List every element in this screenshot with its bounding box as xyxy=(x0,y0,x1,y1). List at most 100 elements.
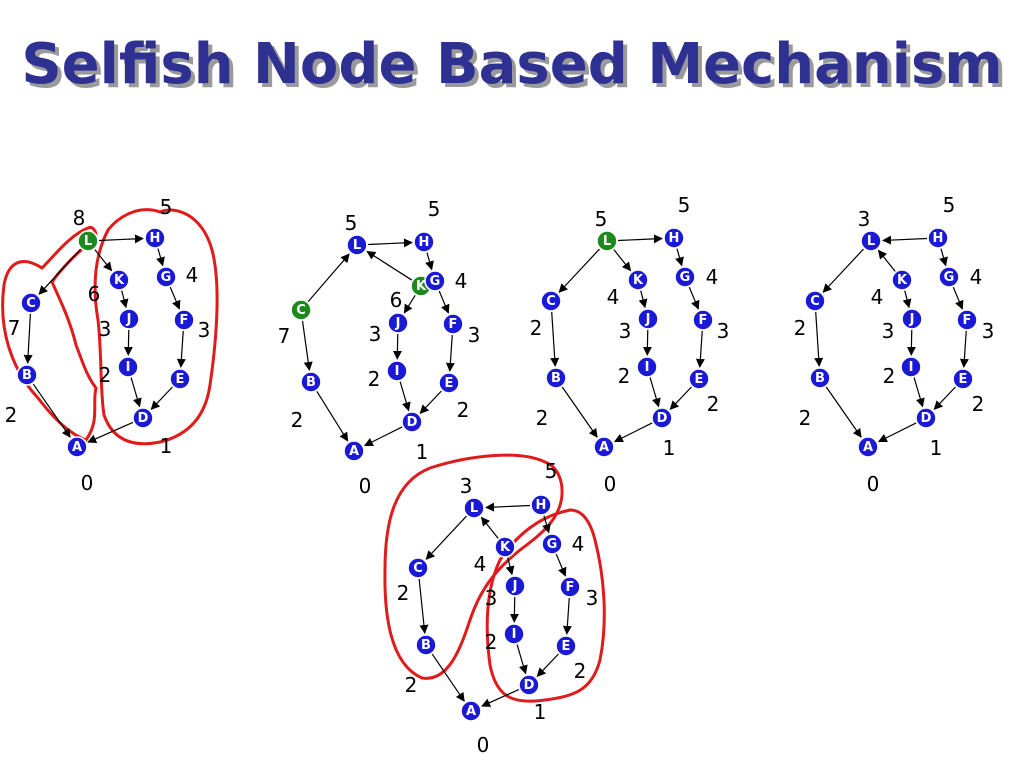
graph-3-edge-E-D xyxy=(669,386,692,410)
graph-1-edge-E-D xyxy=(150,386,173,410)
graph-4-node-J xyxy=(901,308,923,330)
slide-title: Selfish Node Based Mechanism xyxy=(21,32,1003,97)
graph-1-weight-K: 6 xyxy=(88,282,101,306)
graph-2-edge-C-L xyxy=(307,253,350,303)
graph-2-node-J xyxy=(387,312,409,334)
graph-4-weight-K: 4 xyxy=(871,285,884,309)
graph-4-edge-E-D xyxy=(933,386,956,410)
graph-2-node-H-label: H xyxy=(419,235,430,250)
graph-3-edge-D-A xyxy=(613,422,653,443)
graph-5-node-C-label: C xyxy=(413,561,423,576)
graph-4-edge-K-J xyxy=(902,290,912,309)
graph-5-node-D-label: D xyxy=(524,678,535,693)
graph-4-edge-H-G xyxy=(939,248,948,267)
graph-2-node-F-label: F xyxy=(449,317,458,332)
graph-3-edge-L-C xyxy=(558,248,600,293)
graph-2-node-I-label: I xyxy=(395,364,400,379)
graph-1-edge-B-A xyxy=(32,383,71,438)
graph-1-node-E-label: E xyxy=(176,372,185,387)
graph-4-weight-A: 0 xyxy=(867,472,880,496)
graph-5-edge-K-L xyxy=(480,516,499,539)
graph-2-weight-G: 4 xyxy=(455,269,468,293)
graph-1-node-J-label: J xyxy=(126,312,132,327)
graph-5-node-B xyxy=(415,634,437,656)
edge-layer xyxy=(23,234,969,707)
graph-1-node-K xyxy=(108,269,130,291)
graph-5-node-L-label: L xyxy=(470,501,478,516)
graph-3-node-D xyxy=(651,407,673,429)
graph-5-edge-I-D xyxy=(516,644,528,675)
graph-1-node-H-label: H xyxy=(150,231,161,246)
graph-4-edge-J-I xyxy=(906,329,916,356)
graph-3-edge-F-E xyxy=(695,330,705,368)
graph-1-edge-J-I xyxy=(123,329,133,356)
graph-4-weight-E: 2 xyxy=(972,392,985,416)
graph-2-node-E xyxy=(438,372,460,394)
graph-1-node-I-label: I xyxy=(126,360,131,375)
graph-1-edge-L-H xyxy=(98,234,144,244)
graph-2-weight-B: 2 xyxy=(291,408,304,432)
graph-5-weight-G: 4 xyxy=(572,532,585,556)
graph-3-weight-H: 5 xyxy=(678,193,691,217)
graph-5-node-B-label: B xyxy=(421,638,431,653)
graph-3-edge-G-F xyxy=(688,286,700,310)
graph-4-edge-H-L xyxy=(882,235,928,245)
graph-3-edge-B-A xyxy=(561,386,598,438)
graph-5-node-A-label: A xyxy=(466,704,476,719)
graph-1-node-L-label: L xyxy=(84,234,92,249)
graph-1-node-B-label: B xyxy=(22,368,32,383)
graph-5-node-E xyxy=(555,635,577,657)
graph-3-node-L xyxy=(596,230,618,252)
graph-4-node-B-label: B xyxy=(815,371,825,386)
graph-2-node-A-label: A xyxy=(349,444,359,459)
graph-2-node-C-label: C xyxy=(296,303,306,318)
graph-3-edge-C-B xyxy=(550,311,560,367)
graph-5-node-K xyxy=(494,536,516,558)
graph-1-node-J xyxy=(118,308,140,330)
graph-1-weight-C: 7 xyxy=(8,316,21,340)
graph-3-node-B-label: B xyxy=(551,371,561,386)
graph-3-node-K-label: K xyxy=(633,273,644,288)
graph-5-node-F xyxy=(559,576,581,598)
graph-5-edge-H-L xyxy=(485,502,531,512)
graph-5-node-D xyxy=(518,674,540,696)
graph-4-edge-F-E xyxy=(959,330,969,368)
graph-4-node-A xyxy=(857,436,879,458)
graph-1-node-I xyxy=(117,356,139,378)
graph-3-node-I-label: I xyxy=(645,360,650,375)
graph-5-edge-L-C xyxy=(425,515,467,560)
graph-1-edge-F-E xyxy=(176,330,186,368)
graph-4-weight-H: 5 xyxy=(943,193,956,217)
graph-3-node-A xyxy=(593,436,615,458)
graph-3-weight-F: 3 xyxy=(717,319,730,343)
graph-4-node-C-label: C xyxy=(810,294,820,309)
graph-3-node-F xyxy=(692,309,714,331)
graph-2-node-D xyxy=(401,411,423,433)
graph-4-node-E xyxy=(952,368,974,390)
graph-3-node-F-label: F xyxy=(699,313,708,328)
graph-4-node-K xyxy=(891,269,913,291)
graph-4-node-I xyxy=(900,356,922,378)
graph-5-edge-G-F xyxy=(555,553,567,577)
graph-1-selfish-group-outline-2 xyxy=(93,208,219,446)
graph-4-weight-F: 3 xyxy=(982,319,995,343)
graph-2-edge-E-D xyxy=(419,390,442,414)
graph-3-node-E-label: E xyxy=(695,372,704,387)
graph-1-node-C xyxy=(20,292,42,314)
graph-2-edge-H-G xyxy=(425,252,434,271)
graph-3-node-A-label: A xyxy=(599,440,609,455)
graph-1-node-F-label: F xyxy=(180,313,189,328)
graph-1-weight-L: 8 xyxy=(73,206,86,230)
graph-3-weight-E: 2 xyxy=(707,392,720,416)
graph-3-node-G-label: G xyxy=(680,270,691,285)
graph-3-node-E xyxy=(688,368,710,390)
graph-2-node-L-label: L xyxy=(353,238,361,253)
graph-4-edge-L-C xyxy=(822,248,864,293)
graph-1-weight-A: 0 xyxy=(81,471,94,495)
graph-5-weight-I: 2 xyxy=(485,630,498,654)
graph-1-node-D-label: D xyxy=(138,411,149,426)
